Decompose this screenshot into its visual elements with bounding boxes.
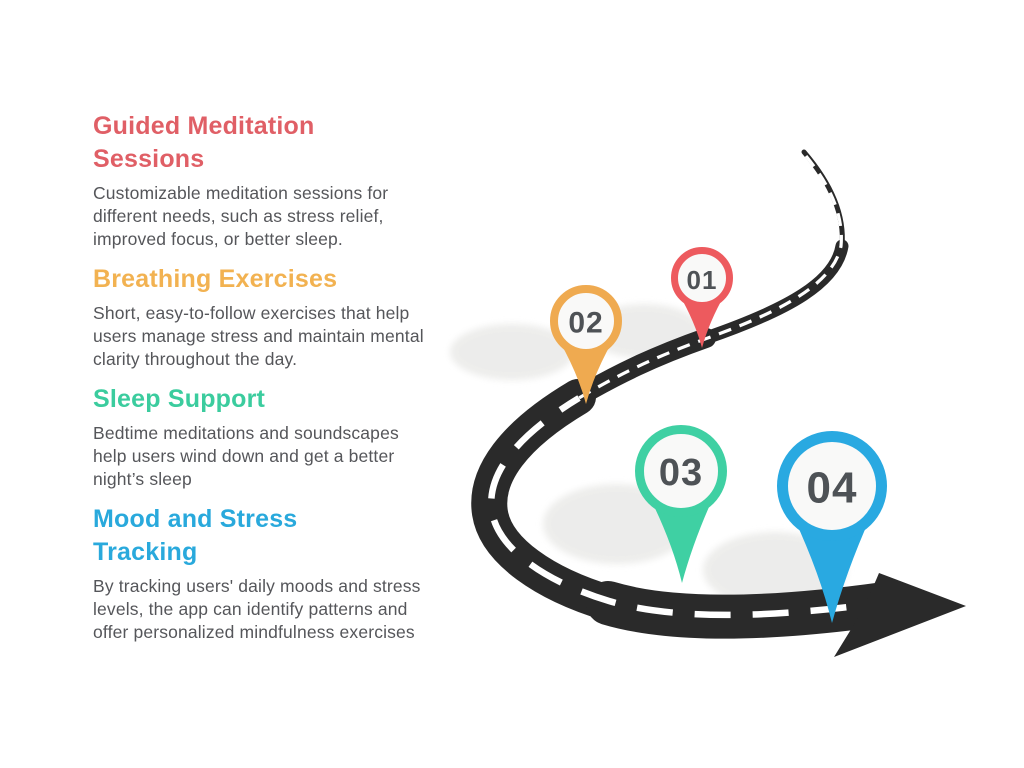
road-centerline-upper [578,154,843,400]
pin-02-ring [550,285,622,357]
pin-shadows [450,304,847,608]
pin-01-ring [671,247,733,309]
feature-section-04: Mood and Stress Tracking By tracking use… [93,503,438,644]
feature-description-01: Customizable meditation sessions for dif… [93,183,389,249]
pin-04-number: 04 [807,464,858,513]
pin-shadow-03 [543,484,691,564]
feature-section-01: Guided Meditation Sessions Customizable … [93,110,438,251]
road-arrow-icon [834,573,966,657]
pin-shadow-04 [703,532,847,608]
pin-04-tail [794,518,870,623]
feature-description-04: By tracking users' daily moods and stres… [93,576,421,642]
pin-01-number: 01 [687,265,718,295]
pin-02-number: 02 [568,307,603,340]
road-uturn [471,379,626,621]
pin-03-number: 03 [659,452,703,494]
feature-section-02: Breathing Exercises Short, easy-to-follo… [93,263,438,371]
pin-03-ring [635,425,727,517]
pin-04-ring [777,431,887,541]
road-upper [699,239,849,345]
road-bottom [586,581,906,639]
pin-shadow-01 [586,304,702,358]
road-centerline-lower [488,395,873,619]
feature-title-04: Mood and Stress Tracking [93,505,298,566]
feature-list: Guided Meditation Sessions Customizable … [93,110,438,656]
pin-01-tail [679,294,725,348]
road-tail [801,149,845,249]
feature-title-01: Guided Meditation Sessions [93,112,315,173]
road-middle [568,328,716,407]
feature-description-03: Bedtime meditations and soundscapes help… [93,423,399,489]
location-pin-03: 03 [635,425,727,583]
feature-title-03: Sleep Support [93,385,266,413]
pin-shadow-02 [450,324,574,380]
feature-title-02: Breathing Exercises [93,265,338,293]
pin-02-tail [560,342,612,404]
road [471,149,906,639]
location-pin-04: 04 [777,431,887,623]
location-pin-02: 02 [550,285,622,404]
feature-section-03: Sleep Support Bedtime meditations and so… [93,383,438,491]
location-pin-01: 01 [671,247,733,348]
pin-03-tail [650,498,713,583]
feature-description-02: Short, easy-to-follow exercises that hel… [93,303,424,369]
